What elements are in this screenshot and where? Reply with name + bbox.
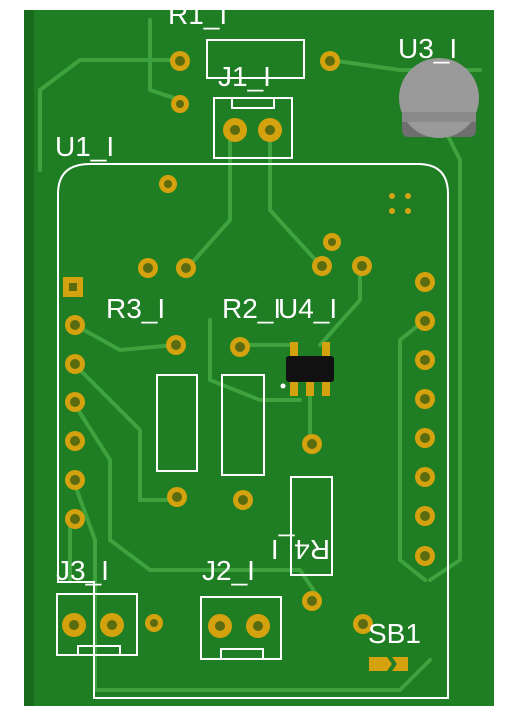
r3-label: R3_I (106, 293, 165, 324)
pad-drill-hole (215, 621, 225, 631)
pad-drill-hole (171, 340, 181, 350)
r3-outline (156, 374, 198, 472)
via-cluster (389, 193, 411, 214)
r1-label: R1_I (168, 0, 227, 30)
u4-package (280, 342, 334, 396)
pad-drill-hole (176, 100, 184, 108)
r1-outline (206, 39, 305, 79)
pad-drill-hole (420, 277, 430, 287)
pad-drill-hole (317, 261, 327, 271)
j3-label: J3_I (56, 555, 109, 586)
pad-drill-hole (175, 56, 185, 66)
pad-drill-hole (325, 56, 335, 66)
pad-drill-hole (70, 436, 80, 446)
pad-drill-hole (238, 495, 248, 505)
pad-drill-hole (70, 514, 80, 524)
pad-drill-hole (328, 238, 336, 246)
pad-drill-hole (70, 359, 80, 369)
trace (73, 323, 177, 352)
pad-drill-hole (70, 475, 80, 485)
trace (148, 18, 182, 102)
r4-label: R4_I (271, 534, 330, 565)
j2-tab (220, 648, 264, 660)
trace (73, 363, 177, 502)
pad-drill-hole (420, 551, 430, 561)
u4-label: U4_I (278, 293, 337, 324)
pad-drill-hole (307, 439, 317, 449)
u1-label: U1_I (55, 131, 114, 162)
pad-drill-hole (420, 394, 430, 404)
trace (38, 58, 182, 172)
sb1-pad (369, 657, 408, 671)
board-edge-strip (24, 10, 34, 706)
pad-drill-hole (235, 342, 245, 352)
j1-tab (231, 97, 275, 109)
trace (428, 118, 462, 582)
trace (188, 128, 232, 267)
u3-body (399, 58, 479, 138)
pad-drill-hole (69, 620, 79, 630)
pad-drill-hole (265, 125, 275, 135)
pad-drill-hole (358, 619, 368, 629)
r2-outline (221, 374, 265, 476)
u1-outline (57, 163, 449, 699)
j2-label: J2_I (202, 555, 255, 586)
pad-drill-hole (420, 355, 430, 365)
trace (268, 128, 322, 267)
u3-label: U3_I (398, 33, 457, 64)
trace (398, 318, 427, 582)
pad-group (62, 51, 435, 638)
r4-outline (290, 476, 333, 576)
pad-drill-hole (107, 620, 117, 630)
u1-pin1-drill (69, 283, 77, 291)
pad-drill-hole (150, 619, 158, 627)
pad-drill-hole (70, 397, 80, 407)
pad-drill-hole (420, 511, 430, 521)
pad-drill-hole (307, 596, 317, 606)
pad-drill-hole (164, 180, 172, 188)
pad-drill-hole (357, 261, 367, 271)
sb1-label: SB1 (368, 618, 421, 649)
pad-drill-hole (420, 472, 430, 482)
j3-tab (77, 645, 121, 656)
j1-label: J1_I (218, 61, 271, 92)
trace (208, 318, 302, 402)
pad-drill-hole (143, 263, 153, 273)
pad-drill-hole (70, 320, 80, 330)
pad-drill-hole (172, 492, 182, 502)
trace (318, 263, 362, 347)
pad-drill-hole (253, 621, 263, 631)
pad-drill-hole (420, 433, 430, 443)
pad-drill-hole (420, 316, 430, 326)
pad-drill-hole (230, 125, 240, 135)
r2-label: R2_I (222, 293, 281, 324)
pad-drill-hole (181, 263, 191, 273)
